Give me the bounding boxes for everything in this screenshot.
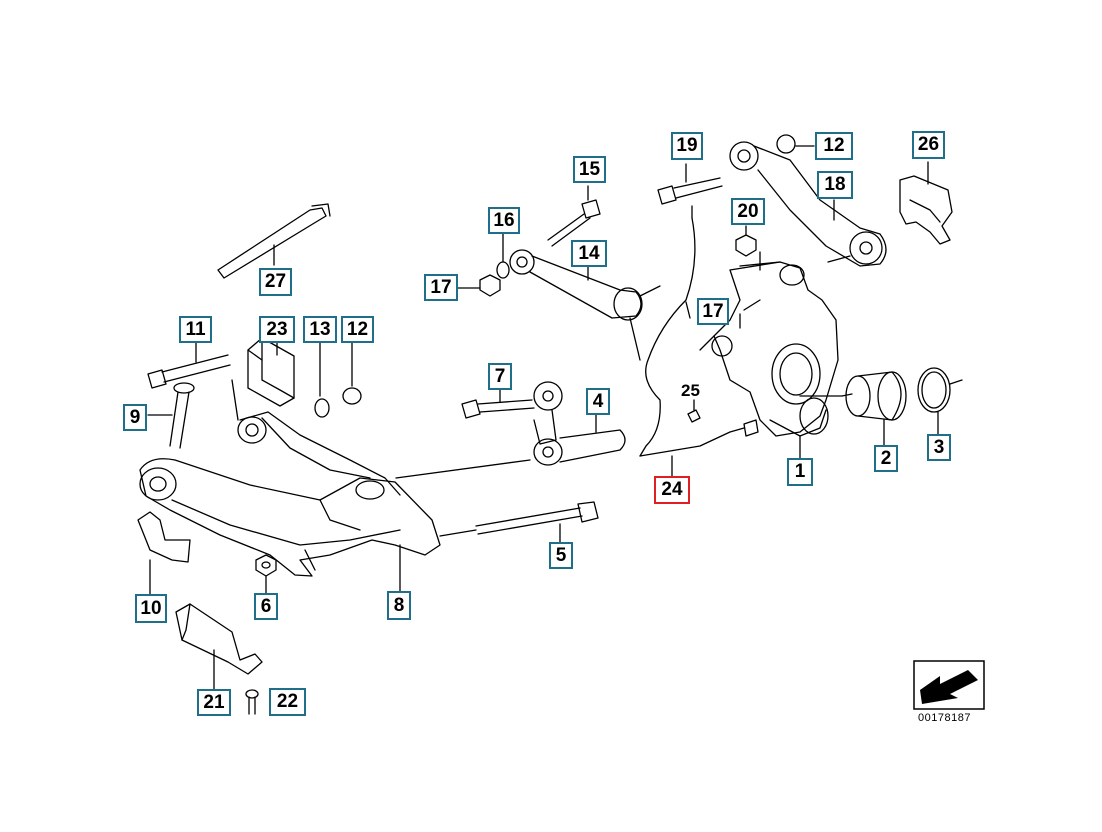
bolt-9-part [147,382,195,449]
screw-25-part [687,399,701,423]
callout-12-lower[interactable]: 12 [341,316,374,343]
callout-22[interactable]: 22 [269,688,306,716]
nut-12-top-part [776,134,815,154]
callout-13[interactable]: 13 [303,316,337,343]
bolt-19-part [657,163,723,205]
wheel-carrier-part [711,251,839,459]
subframe-part [139,411,441,596]
screw-22-part [245,689,259,715]
nut-17-part [457,274,501,297]
callout-11[interactable]: 11 [179,316,212,343]
washer-16-part [496,231,510,279]
bracket-10-part [137,511,191,596]
callout-4[interactable]: 4 [586,388,610,415]
callout-26[interactable]: 26 [912,131,945,159]
upper-control-arm-part [729,141,887,267]
bracket-part [247,337,295,407]
callout-5[interactable]: 5 [549,542,573,569]
callout-23[interactable]: 23 [259,316,295,343]
upper-link-part [509,249,661,321]
callout-12-upper[interactable]: 12 [815,132,853,160]
callout-10[interactable]: 10 [135,594,167,623]
callout-17-right[interactable]: 17 [697,298,729,325]
callout-19[interactable]: 19 [671,132,703,160]
callout-21[interactable]: 21 [197,689,231,716]
document-number: 00178187 [918,712,971,724]
leader-lines [231,317,843,421]
nut-6-part [255,554,277,596]
callout-14[interactable]: 14 [571,240,607,267]
circlip-part [917,367,963,437]
callout-27[interactable]: 27 [259,268,292,296]
callout-15[interactable]: 15 [573,156,606,183]
bolt-7-part [461,387,535,419]
callout-24-selected[interactable]: 24 [654,476,690,504]
bolt-15-part [547,185,601,247]
direction-arrow-icon [913,660,985,710]
callout-8[interactable]: 8 [387,591,411,620]
callout-2[interactable]: 2 [874,445,898,472]
bolt-5-part [439,501,599,546]
label-25: 25 [681,381,700,400]
callout-1[interactable]: 1 [787,458,813,486]
bolt-11-part [147,339,231,389]
callout-7[interactable]: 7 [488,363,512,390]
callout-9[interactable]: 9 [123,404,147,431]
nut-20-part [735,225,757,257]
callout-3[interactable]: 3 [927,434,951,461]
callout-16[interactable]: 16 [488,207,520,234]
cable-tie-part [217,203,331,279]
washer-13-part [314,340,330,418]
speed-sensor-cable-part [639,205,759,477]
callout-20[interactable]: 20 [731,198,765,225]
toe-link-part [395,381,626,479]
callout-18[interactable]: 18 [817,171,853,199]
wheel-bearing-part [841,371,907,447]
nut-12-part [342,340,362,405]
callout-6[interactable]: 6 [254,593,278,620]
brake-clip-part [899,161,953,245]
heat-shield-part [175,603,263,691]
callout-17-left[interactable]: 17 [424,274,458,301]
